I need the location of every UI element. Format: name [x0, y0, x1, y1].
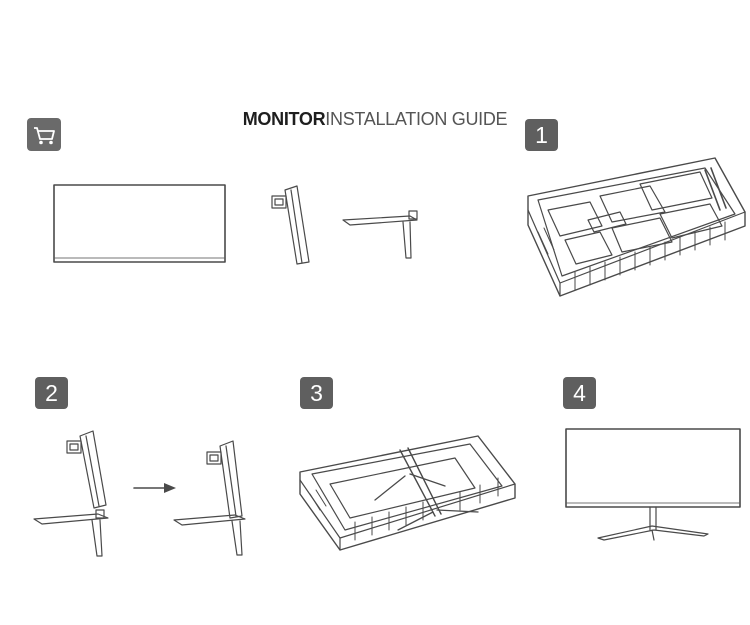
shopping-cart-icon[interactable] [27, 118, 61, 151]
stand-parts-before-illustration [33, 430, 109, 557]
title-rest: INSTALLATION GUIDE [325, 109, 508, 129]
step-4-badge: 4 [563, 377, 596, 409]
step-1-badge: 1 [525, 119, 558, 151]
right-arrow-icon [133, 483, 176, 493]
stand-neck-illustration [271, 185, 310, 265]
step-3-badge: 3 [300, 377, 333, 409]
page-title: MONITORINSTALLATION GUIDE [0, 109, 750, 130]
monitor-panel-illustration [53, 184, 226, 263]
step-2-badge: 2 [35, 377, 68, 409]
title-bold: MONITOR [242, 109, 326, 129]
assembled-monitor-illustration [565, 428, 741, 541]
stand-assembled-illustration [173, 440, 246, 556]
stand-base-illustration [342, 210, 418, 259]
packaging-box-illustration [527, 157, 746, 297]
box-with-stand-illustration [299, 435, 516, 551]
